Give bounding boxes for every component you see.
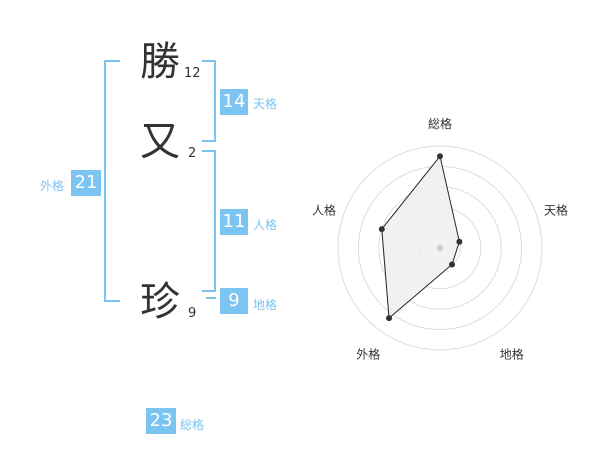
radar-area xyxy=(381,155,460,320)
radar-axis-label: 外格 xyxy=(356,347,380,362)
radar-axis-label: 天格 xyxy=(544,202,568,217)
tenkaku-value: 14 xyxy=(220,89,248,115)
jinkaku-bracket xyxy=(202,150,216,292)
tenkaku-label: 天格 xyxy=(253,97,278,111)
radar-point xyxy=(437,153,443,160)
radar-center-dot xyxy=(437,245,443,251)
stroke-count-1: 12 xyxy=(184,66,201,81)
radar-ring xyxy=(337,145,543,351)
radar-point xyxy=(386,315,393,322)
chikaku-label: 地格 xyxy=(253,298,278,312)
chikaku-value: 9 xyxy=(220,288,248,314)
radar-axis-label: 総格 xyxy=(428,116,452,131)
radar-point xyxy=(456,238,463,245)
jinkaku-value: 11 xyxy=(220,209,248,235)
gaikaku-value: 21 xyxy=(71,170,101,196)
stroke-count-2: 2 xyxy=(188,146,197,161)
chikaku-bracket xyxy=(206,297,216,299)
soukaku-label: 総格 xyxy=(180,418,205,432)
radar-axis-label: 人格 xyxy=(312,202,336,217)
gaikaku-bracket xyxy=(104,60,120,302)
name-char-1: 勝 xyxy=(140,39,180,85)
name-char-2: 又 xyxy=(140,119,180,165)
stroke-count-3: 9 xyxy=(188,306,197,321)
gaikaku-label: 外格 xyxy=(40,179,65,193)
radar-point xyxy=(378,226,385,233)
radar-point xyxy=(448,261,455,268)
soukaku-value: 23 xyxy=(146,408,176,434)
name-char-3: 珍 xyxy=(140,279,180,325)
tenkaku-bracket xyxy=(202,60,216,142)
radar-axis-label: 地格 xyxy=(500,347,524,362)
jinkaku-label: 人格 xyxy=(253,218,278,232)
